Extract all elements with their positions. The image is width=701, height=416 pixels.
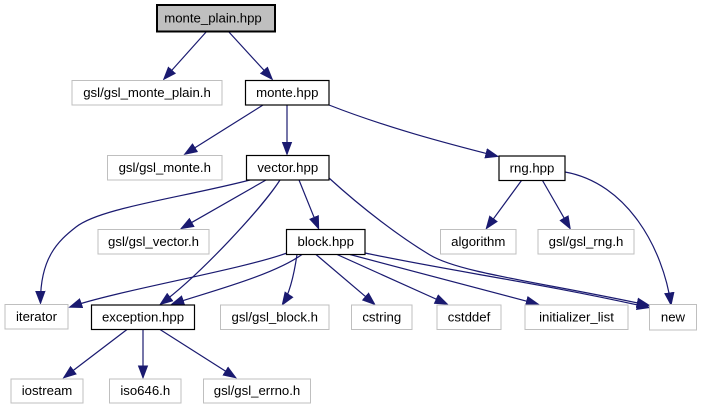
svg-text:gsl/gsl_block.h: gsl/gsl_block.h <box>232 309 319 324</box>
svg-text:monte_plain.hpp: monte_plain.hpp <box>164 10 262 25</box>
svg-text:new: new <box>661 309 686 324</box>
svg-text:gsl/gsl_errno.h: gsl/gsl_errno.h <box>214 383 301 398</box>
svg-text:cstring: cstring <box>362 309 401 324</box>
svg-text:initializer_list: initializer_list <box>539 309 614 324</box>
svg-text:gsl/gsl_vector.h: gsl/gsl_vector.h <box>108 234 199 249</box>
svg-text:algorithm: algorithm <box>451 234 505 249</box>
svg-text:gsl/gsl_rng.h: gsl/gsl_rng.h <box>549 234 624 249</box>
svg-text:iterator: iterator <box>16 309 58 324</box>
svg-text:cstddef: cstddef <box>448 309 491 324</box>
svg-text:vector.hpp: vector.hpp <box>257 160 318 175</box>
svg-text:block.hpp: block.hpp <box>298 234 354 249</box>
svg-text:iso646.h: iso646.h <box>120 383 170 398</box>
svg-text:gsl/gsl_monte_plain.h: gsl/gsl_monte_plain.h <box>83 85 211 100</box>
svg-text:monte.hpp: monte.hpp <box>256 85 318 100</box>
svg-text:rng.hpp: rng.hpp <box>510 160 555 175</box>
svg-text:exception.hpp: exception.hpp <box>102 309 184 324</box>
svg-text:gsl/gsl_monte.h: gsl/gsl_monte.h <box>119 160 211 175</box>
svg-text:iostream: iostream <box>22 383 73 398</box>
